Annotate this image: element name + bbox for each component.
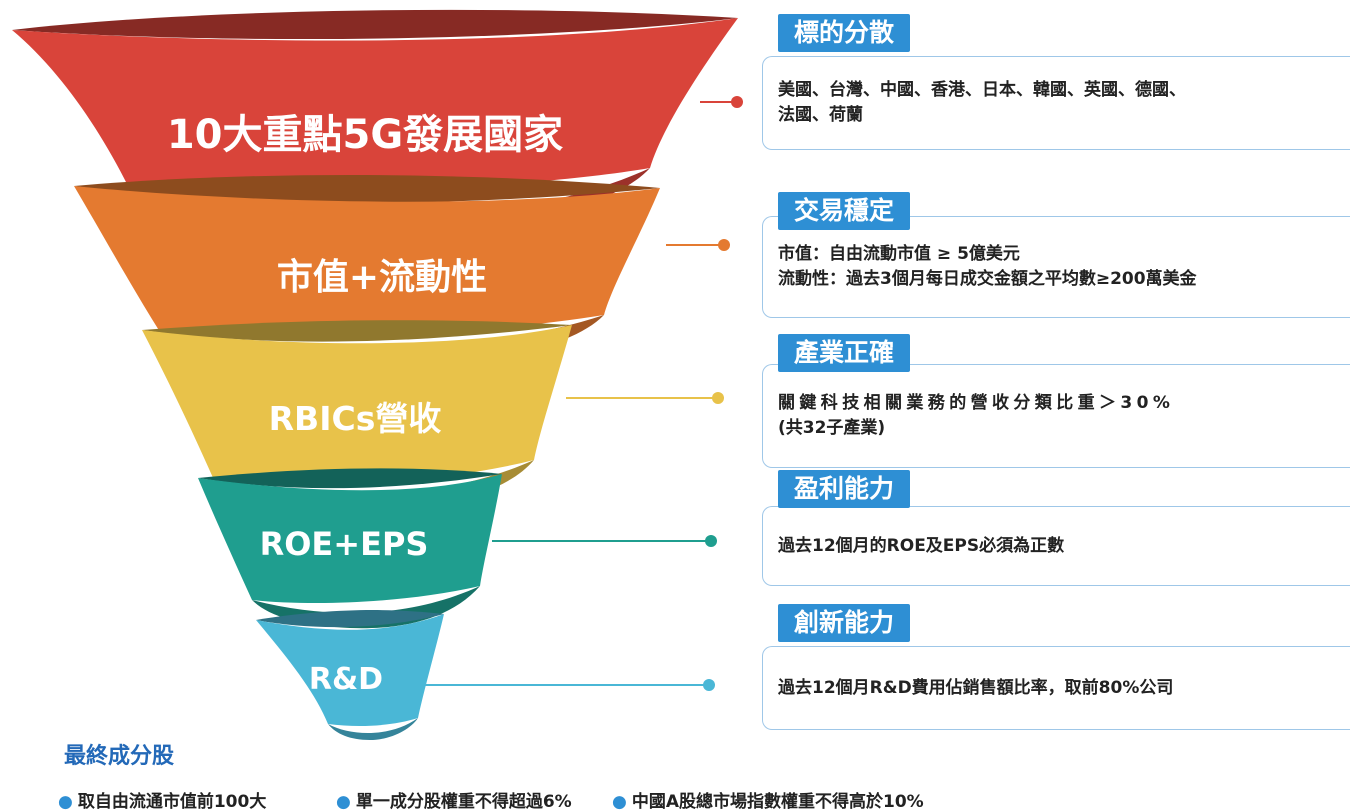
criteria-text: 美國、台灣、中國、香港、日本、韓國、英國、德國、	[778, 80, 1186, 100]
criteria-box: 過去12個月的ROE及EPS必須為正數	[762, 506, 1350, 586]
criteria-box: 市值：自由流動市值 ≥ 5億美元流動性：過去3個月每日成交金額之平均數≥200萬…	[762, 216, 1350, 318]
connector-dot	[703, 679, 715, 691]
criteria-box: 過去12個月R&D費用佔銷售額比率，取前80%公司	[762, 646, 1350, 730]
funnel-band-5	[256, 610, 444, 740]
funnel-band-label: ROE+EPS	[259, 524, 429, 563]
funnel-band-back	[142, 320, 572, 342]
bullet-icon: ●	[58, 792, 73, 812]
funnel-band-back	[198, 468, 502, 489]
bullet-icon: ●	[612, 792, 627, 812]
criteria-text: (共32子產業)	[778, 418, 886, 438]
final-rule-item: ●取自由流通市值前100大	[58, 787, 266, 812]
funnel-band-fold	[328, 718, 418, 740]
funnel-band-face	[142, 325, 572, 485]
criteria-tag: 標的分散	[778, 14, 910, 52]
funnel-band-label: 市值+流動性	[276, 257, 488, 299]
funnel-band-label: RBICs營收	[268, 399, 442, 439]
connector-dot	[705, 535, 717, 547]
funnel-band-face	[256, 614, 444, 726]
funnel-band-back	[256, 610, 444, 628]
final-constituents-title: 最終成分股	[64, 744, 175, 769]
final-rule-text: 中國A股總市場指數權重不得高於10%	[631, 792, 924, 812]
criteria-tag: 創新能力	[778, 604, 910, 642]
criteria-text: 過去12個月的ROE及EPS必須為正數	[778, 535, 1065, 556]
criteria-text: 法國、荷蘭	[778, 105, 863, 125]
final-rule-item: ●中國A股總市場指數權重不得高於10%	[612, 787, 924, 812]
bullet-icon: ●	[336, 792, 351, 812]
funnel-band-back	[12, 9, 738, 40]
funnel-diagram	[12, 9, 743, 740]
criteria-box: 美國、台灣、中國、香港、日本、韓國、英國、德國、法國、荷蘭	[762, 56, 1350, 150]
connector-dot	[718, 239, 730, 251]
criteria-text: 關鍵科技相關業務的營收分類比重＞30%	[778, 393, 1175, 413]
criteria-tag: 盈利能力	[778, 470, 910, 508]
criteria-tag: 交易穩定	[778, 192, 910, 230]
criteria-box: 關鍵科技相關業務的營收分類比重＞30% (共32子產業)	[762, 364, 1350, 468]
final-rule-item: ●單一成分股權重不得超過6%	[336, 787, 572, 812]
funnel-band-2	[74, 174, 660, 369]
funnel-band-label: 10大重點5G發展國家	[166, 111, 564, 158]
criteria-text: 市值：自由流動市值 ≥ 5億美元	[778, 244, 1020, 264]
funnel-band-face	[74, 186, 660, 337]
criteria-text: 過去12個月R&D費用佔銷售額比率，取前80%公司	[778, 677, 1174, 698]
funnel-band-face	[12, 18, 738, 191]
criteria-text: 流動性：過去3個月每日成交金額之平均數≥200萬美金	[778, 269, 1197, 289]
funnel-band-label: R&D	[308, 662, 384, 698]
final-rule-text: 取自由流通市值前100大	[77, 792, 267, 812]
final-rule-text: 單一成分股權重不得超過6%	[355, 792, 572, 812]
funnel-band-face	[198, 474, 502, 604]
connector-dot	[712, 392, 724, 404]
criteria-tag: 產業正確	[778, 334, 910, 372]
funnel-band-back	[74, 174, 660, 203]
connector-dot	[731, 96, 743, 108]
